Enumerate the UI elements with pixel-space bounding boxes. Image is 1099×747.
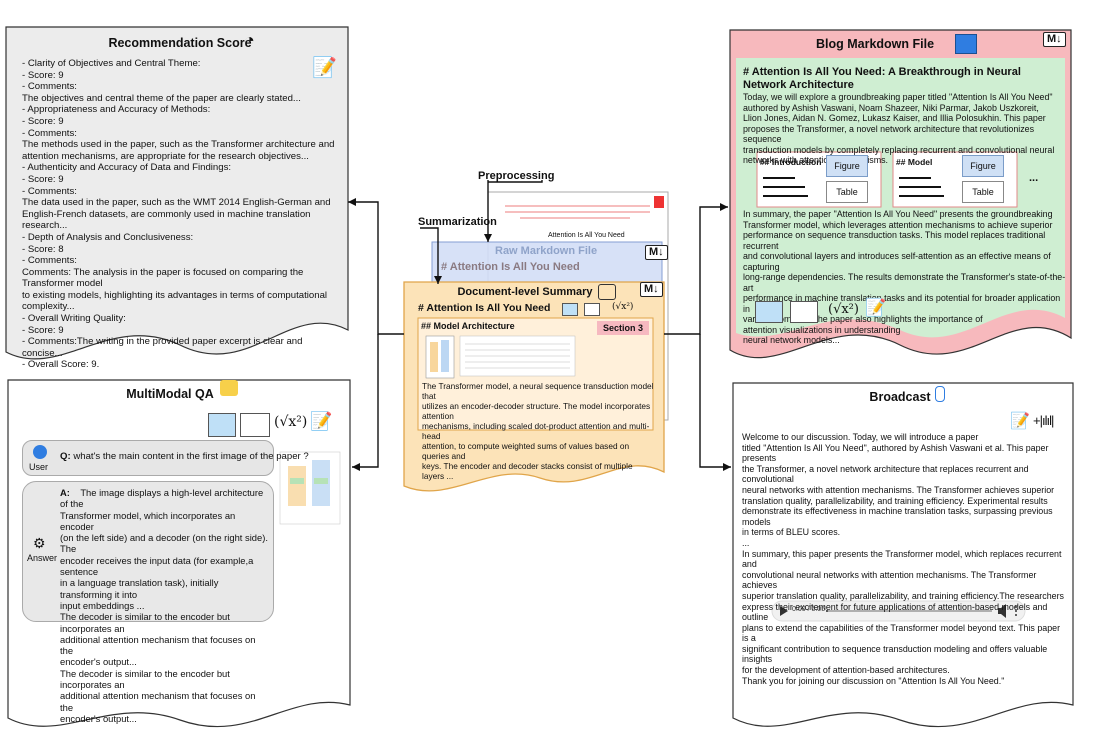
figure-label-2: Figure [962, 155, 1004, 177]
section-heading: ## Model Architecture [421, 321, 515, 331]
summarization-label: Summarization [418, 216, 497, 228]
blog-title: Blog Markdown File [815, 37, 935, 51]
chat-icon [220, 380, 238, 396]
more-icon [1015, 606, 1017, 616]
qa-architecture-thumbnail [279, 451, 341, 525]
blog-ellipsis: ... [1029, 172, 1039, 184]
document-edit-icon: 📝 [310, 411, 333, 431]
arrow-heads [348, 198, 731, 471]
recommendation-title: Recommendation Score [108, 36, 252, 50]
recommendation-panel-shape [5, 26, 349, 360]
user-icon [33, 445, 47, 459]
summary-heading: # Attention Is All You Need [418, 302, 551, 314]
pdf-icon [654, 196, 664, 208]
summary-md-badge: M↓ [640, 282, 663, 297]
blog-summary: In summary, the paper "Attention Is All … [743, 209, 1066, 345]
document-edit-icon: 📝 [312, 57, 337, 79]
table-label-1: Table [826, 181, 868, 203]
microphone-icon [935, 386, 945, 402]
answer-label: Answer [27, 553, 58, 563]
image-icon [562, 303, 578, 316]
question-text: what's the main content in the first ima… [70, 451, 309, 462]
table-label-2: Table [962, 181, 1004, 203]
document-to-audio-icon: 📝 [1010, 413, 1030, 430]
gauge-icon: ◔ [244, 30, 255, 50]
broadcast-text: Welcome to our discussion. Today, we wil… [742, 432, 1064, 686]
formula-icon: (√x²) [274, 414, 308, 430]
formula-icon: (√x²) [612, 302, 634, 312]
audio-time[interactable]: 0:00 / 5:05 [792, 606, 826, 613]
document-edit-icon: 📝 [865, 298, 887, 317]
table-icon [790, 301, 818, 323]
architecture-thumbnail [425, 335, 576, 379]
answer-body: The image displays a high-level architec… [60, 487, 268, 724]
summary-title: Document-level Summary [457, 286, 593, 298]
image-icon [208, 413, 236, 437]
formula-icon: (√x²) [828, 302, 859, 317]
preprocessing-label: Preprocessing [478, 170, 555, 182]
blog-card-lines [763, 177, 944, 197]
summary-text: The Transformer model, a neural sequence… [422, 381, 654, 481]
qa-title: MultiModal QA [126, 387, 214, 401]
blog-md-badge: M↓ [1043, 32, 1066, 47]
raw-markdown-title: Raw Markdown File [495, 245, 598, 257]
user-label: User [29, 462, 49, 472]
robot-icon [598, 284, 616, 300]
question-prefix: Q: [60, 451, 71, 462]
raw-md-badge: M↓ [645, 245, 668, 260]
connector-lines [348, 180, 731, 468]
pdf-title: Attention Is All You Need [548, 232, 625, 239]
blog-card1-heading: ## Introduction [760, 157, 822, 167]
blog-intro: Today, we will explore a groundbreaking … [743, 92, 1055, 165]
raw-heading: # Attention Is All You Need [441, 261, 580, 273]
play-icon [780, 606, 788, 616]
section-badge: Section 3 [597, 321, 649, 335]
broadcast-title: Broadcast [869, 390, 931, 404]
browser-icon [955, 34, 977, 54]
volume-icon [998, 604, 1006, 618]
table-icon [240, 413, 270, 437]
blog-card2-heading: ## Model [896, 157, 933, 167]
waveform-icon: +|ılıl| [1033, 413, 1054, 428]
chatgpt-icon: ⚙ [33, 535, 46, 551]
recommendation-body: - Clarity of Objectives and Central Them… [22, 58, 335, 371]
answer-bubble [22, 481, 274, 622]
figure-label-1: Figure [826, 155, 868, 177]
broadcast-panel-shape [732, 382, 1074, 728]
blog-heading: # Attention Is All You Need: A Breakthro… [743, 66, 1021, 91]
answer-prefix: A: [60, 487, 70, 498]
table-icon [584, 303, 600, 316]
image-icon [755, 301, 783, 323]
question-bubble [22, 440, 274, 476]
answer-text: A: The image displays a high-level archi… [60, 487, 270, 724]
